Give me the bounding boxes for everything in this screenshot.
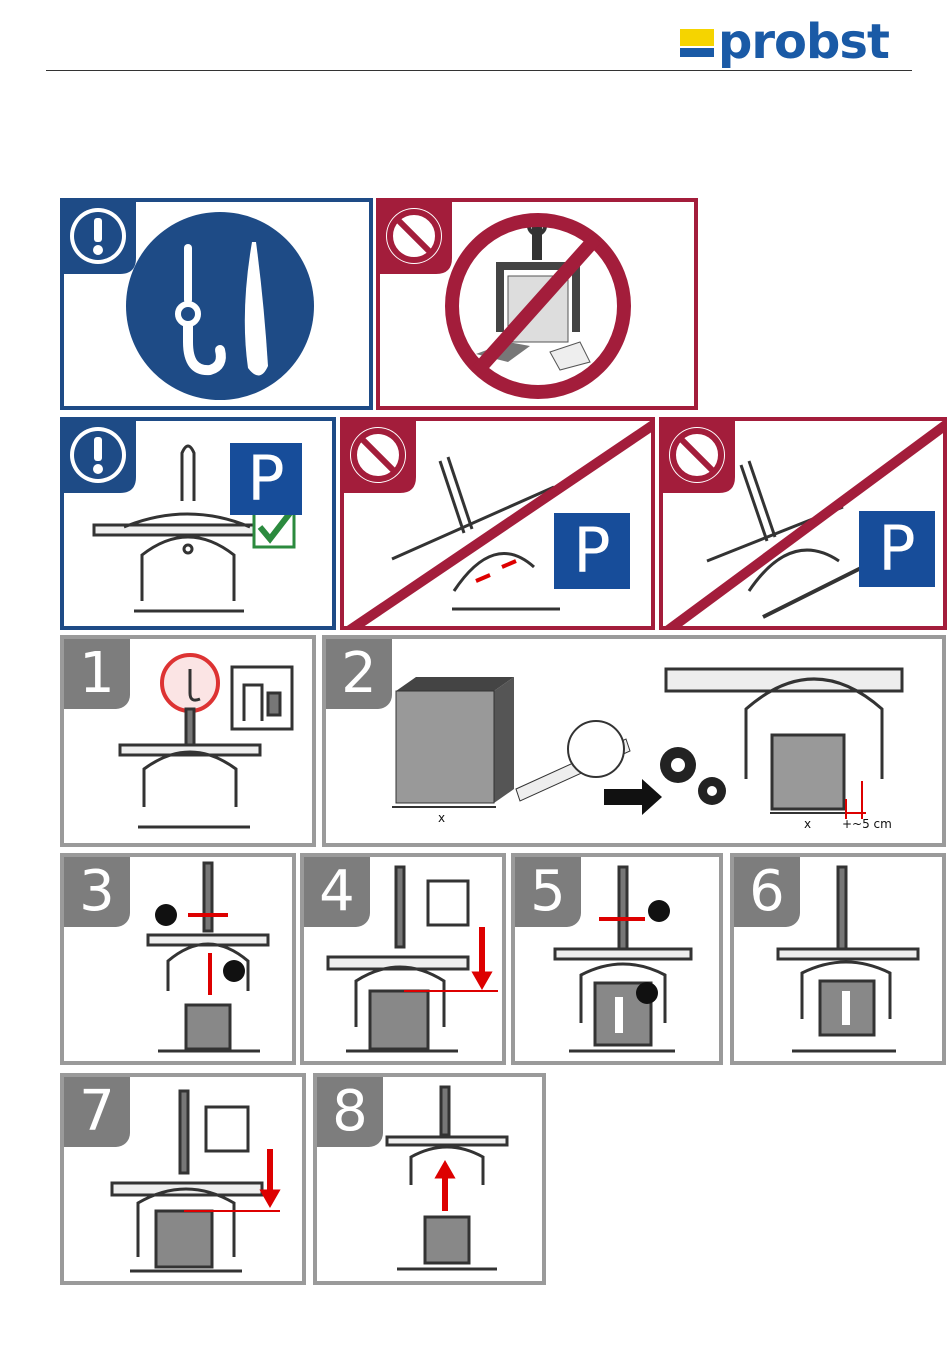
clamp-hook-check-illustration (120, 655, 292, 827)
park-sign: P (859, 511, 935, 587)
exclamation-icon (70, 208, 126, 264)
callout-1-icon (636, 982, 658, 1004)
clamp-set-down-illustration (112, 1091, 280, 1271)
park-sign: P (554, 513, 630, 589)
clamp-width-label: x (804, 817, 811, 831)
step-4-panel: 4 (300, 853, 506, 1065)
callout-2-icon (223, 960, 245, 982)
prohibition-icon (350, 427, 406, 483)
no-hands-icon (452, 218, 624, 392)
no-park-slope-panel: P (659, 417, 947, 630)
no-hands-under-load-panel (376, 198, 698, 410)
step-3-panel: 3 (60, 853, 296, 1065)
block-width-label: x (438, 811, 445, 825)
hook-and-sling-icon (126, 212, 314, 400)
clamp-open-illustration (148, 863, 268, 1051)
callout-2-icon (648, 900, 670, 922)
clamp-release-illustration (387, 1087, 507, 1269)
logo-text: probst (718, 14, 889, 70)
step-7-panel: 7 (60, 1073, 306, 1285)
step-1-panel: 1 (60, 635, 316, 847)
logo-mark (680, 29, 714, 59)
header-rule (46, 70, 912, 71)
mandatory-lifting-gear-panel (60, 198, 373, 410)
clamp-lower-illustration (328, 867, 498, 1051)
exclamation-icon (70, 427, 126, 483)
step-5-panel: 5 (511, 853, 723, 1065)
page-header: probst (0, 0, 950, 80)
callout-1-icon (155, 904, 177, 926)
probst-logo: probst (680, 20, 910, 70)
clamp-grip-illustration (555, 867, 691, 1051)
block-measure-illustration (392, 677, 726, 815)
prohibition-icon (669, 427, 725, 483)
park-on-flat-ground-panel: P (60, 417, 336, 630)
step-6-panel: 6 (730, 853, 946, 1065)
park-sign: P (230, 443, 302, 515)
gap-offset-label: +~5 cm (842, 817, 892, 831)
step-8-panel: 8 (313, 1073, 546, 1285)
prohibition-icon (386, 208, 442, 264)
step-2-panel: 2 x x +~5 cm (322, 635, 946, 847)
no-park-tilted-panel: P (340, 417, 655, 630)
clamp-lift-illustration (778, 867, 918, 1051)
